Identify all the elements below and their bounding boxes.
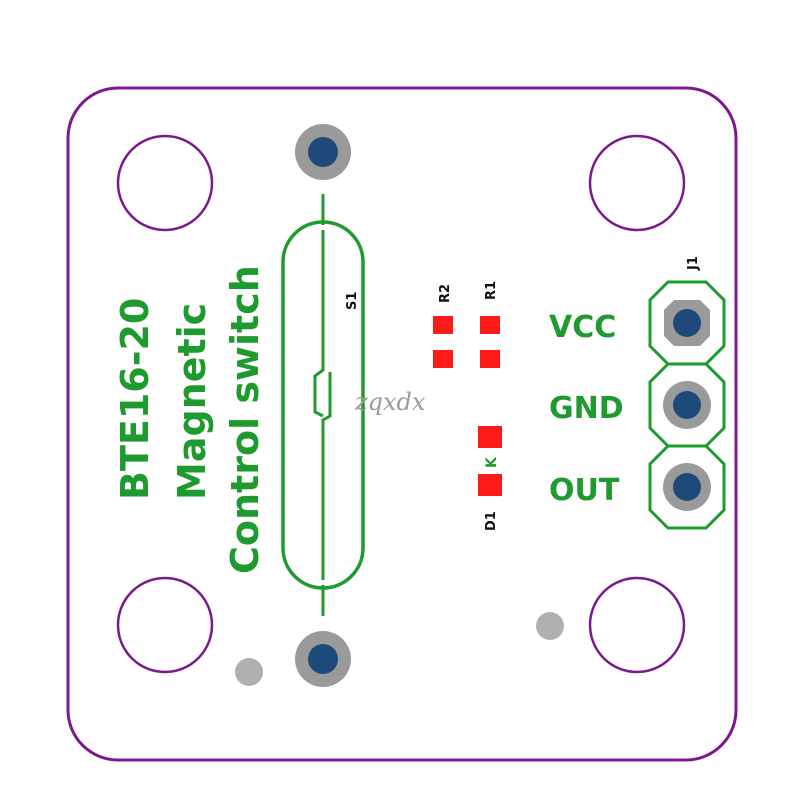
board-outline — [66, 86, 738, 762]
pin-pad-vcc — [664, 300, 710, 346]
reed-switch-outline — [281, 194, 365, 616]
r2-pad-top — [433, 316, 453, 334]
d1-pad-top — [478, 426, 502, 448]
via-bottom-right — [536, 612, 564, 640]
pin-pad-gnd — [663, 381, 711, 429]
mounting-hole-top-left — [116, 134, 214, 232]
board-title-line1: BTE16-20 — [113, 298, 157, 500]
d1-ref-label: D1 — [484, 511, 499, 531]
reed-pad-bottom — [295, 631, 351, 687]
board-title-line2: Magnetic — [170, 303, 214, 500]
r1-ref-label: R1 — [484, 281, 499, 300]
r2-ref-label: R2 — [438, 284, 453, 303]
mounting-hole-top-right — [588, 134, 686, 232]
pin-pad-out — [663, 463, 711, 511]
watermark-text: zqxdx — [354, 388, 426, 416]
pin-label-gnd: GND — [549, 391, 624, 426]
switch-ref-label: S1 — [345, 292, 360, 310]
diode-cathode-mark: K — [484, 456, 500, 468]
header-ref-label: J1 — [686, 256, 701, 271]
board-title-line3: Control switch — [223, 265, 267, 574]
pin-header-outline — [648, 280, 726, 530]
r2-pad-bottom — [433, 350, 453, 368]
mounting-hole-bottom-left — [116, 576, 214, 674]
r1-pad-bottom — [480, 350, 500, 368]
reed-pad-top — [295, 124, 351, 180]
r1-pad-top — [480, 316, 500, 334]
mounting-hole-bottom-right — [588, 576, 686, 674]
d1-pad-bottom — [478, 474, 502, 496]
via-bottom-left — [235, 658, 263, 686]
pin-label-out: OUT — [549, 473, 620, 508]
pin-label-vcc: VCC — [549, 310, 616, 345]
